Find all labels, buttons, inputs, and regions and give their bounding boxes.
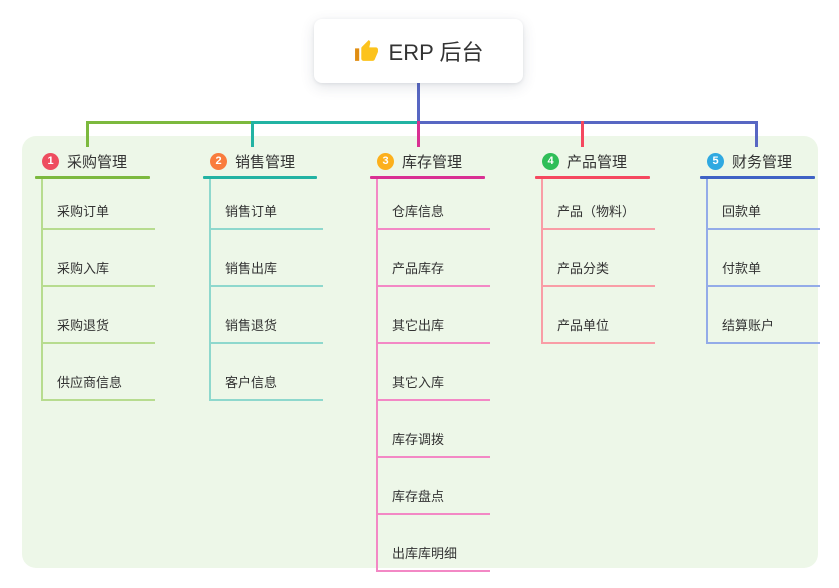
branch-node-库存管理[interactable]: 3 库存管理: [370, 148, 485, 174]
branch-underline: [370, 176, 485, 179]
branch-number-badge: 4: [542, 152, 559, 170]
branch-items: 产品（物料） 产品分类产品单位: [541, 179, 655, 344]
item-node[interactable]: 销售订单: [211, 179, 323, 230]
item-label: 产品分类: [557, 261, 610, 276]
item-node[interactable]: 回款单: [708, 179, 820, 230]
item-label: 库存盘点: [392, 489, 445, 504]
root-stem-line: [417, 83, 420, 124]
item-node[interactable]: 供应商信息: [43, 344, 155, 401]
item-node[interactable]: 销售出库: [211, 230, 323, 287]
thumbs-up-icon: [354, 39, 379, 64]
branch-number-badge: 1: [42, 152, 59, 170]
item-node[interactable]: 产品（物料）: [543, 179, 655, 230]
branch-label: 销售管理: [235, 153, 296, 171]
item-node[interactable]: 出库库明细: [378, 515, 490, 572]
branch-items: 回款单付款单结算账户: [706, 179, 820, 344]
branch-node-财务管理[interactable]: 5 财务管理: [700, 148, 815, 174]
branch-column: 1 采购管理采购订单采购入库采购退货供应商信息: [35, 148, 155, 401]
item-label: 供应商信息: [57, 375, 123, 390]
item-label: 采购订单: [57, 204, 110, 219]
branch-label: 产品管理: [567, 153, 628, 171]
branch-drop-line: [86, 121, 89, 147]
item-node[interactable]: 客户信息: [211, 344, 323, 401]
branch-label: 财务管理: [732, 153, 793, 171]
branch-column: 3 库存管理仓库信息产品库存其它出库其它入库库存调拨库存盘点出库库明细: [370, 148, 490, 572]
item-node[interactable]: 仓库信息: [378, 179, 490, 230]
branch-drop-line: [417, 121, 420, 147]
branch-drop-line: [581, 121, 584, 147]
branch-label: 库存管理: [402, 153, 463, 171]
item-node[interactable]: 采购入库: [43, 230, 155, 287]
item-node[interactable]: 结算账户: [708, 287, 820, 344]
branch-number-badge: 2: [210, 152, 227, 170]
branch-node-销售管理[interactable]: 2 销售管理: [203, 148, 317, 174]
branch-underline: [535, 176, 650, 179]
item-node[interactable]: 采购退货: [43, 287, 155, 344]
item-node[interactable]: 付款单: [708, 230, 820, 287]
branches-panel: [22, 136, 818, 568]
item-label: 结算账户: [722, 318, 775, 333]
branch-items: 采购订单采购入库采购退货供应商信息: [41, 179, 155, 401]
branch-underline: [35, 176, 150, 179]
item-label: 采购退货: [57, 318, 110, 333]
item-node[interactable]: 其它出库: [378, 287, 490, 344]
branch-column: 4 产品管理产品（物料） 产品分类产品单位: [535, 148, 655, 344]
item-node[interactable]: 产品库存: [378, 230, 490, 287]
item-node[interactable]: 产品单位: [543, 287, 655, 344]
bus-segment-line: [86, 121, 252, 124]
item-label: 回款单: [722, 204, 762, 219]
item-label: 销售订单: [225, 204, 278, 219]
item-label: 销售出库: [225, 261, 278, 276]
branch-node-采购管理[interactable]: 1 采购管理: [35, 148, 150, 174]
bus-segment-line: [252, 121, 417, 124]
item-label: 库存调拨: [392, 432, 445, 447]
branch-items: 仓库信息产品库存其它出库其它入库库存调拨库存盘点出库库明细: [376, 179, 490, 572]
branch-column: 5 财务管理回款单付款单结算账户: [700, 148, 820, 344]
item-label: 其它出库: [392, 318, 445, 333]
branch-underline: [700, 176, 815, 179]
branch-label: 采购管理: [67, 153, 128, 171]
item-label: 客户信息: [225, 375, 278, 390]
item-node[interactable]: 销售退货: [211, 287, 323, 344]
item-node[interactable]: 库存调拨: [378, 401, 490, 458]
item-node[interactable]: 产品分类: [543, 230, 655, 287]
item-label: 出库库明细: [392, 546, 458, 561]
branch-node-产品管理[interactable]: 4 产品管理: [535, 148, 650, 174]
branch-number-badge: 5: [707, 152, 724, 170]
root-node[interactable]: ERP 后台: [314, 19, 523, 83]
branch-column: 2 销售管理销售订单销售出库销售退货客户信息: [203, 148, 323, 401]
branch-number-badge: 3: [377, 152, 394, 170]
item-label: 销售退货: [225, 318, 278, 333]
item-label: 付款单: [722, 261, 762, 276]
bus-segment-line: [417, 121, 758, 124]
item-label: 其它入库: [392, 375, 445, 390]
root-label: ERP 后台: [388, 40, 484, 65]
item-label: 产品库存: [392, 261, 445, 276]
item-node[interactable]: 其它入库: [378, 344, 490, 401]
branch-items: 销售订单销售出库销售退货客户信息: [209, 179, 323, 401]
item-node[interactable]: 库存盘点: [378, 458, 490, 515]
item-label: 产品（物料）: [557, 204, 636, 219]
branch-drop-line: [755, 121, 758, 147]
item-label: 产品单位: [557, 318, 610, 333]
item-label: 仓库信息: [392, 204, 445, 219]
branch-underline: [203, 176, 317, 179]
item-label: 采购入库: [57, 261, 110, 276]
branch-drop-line: [251, 121, 254, 147]
item-node[interactable]: 采购订单: [43, 179, 155, 230]
